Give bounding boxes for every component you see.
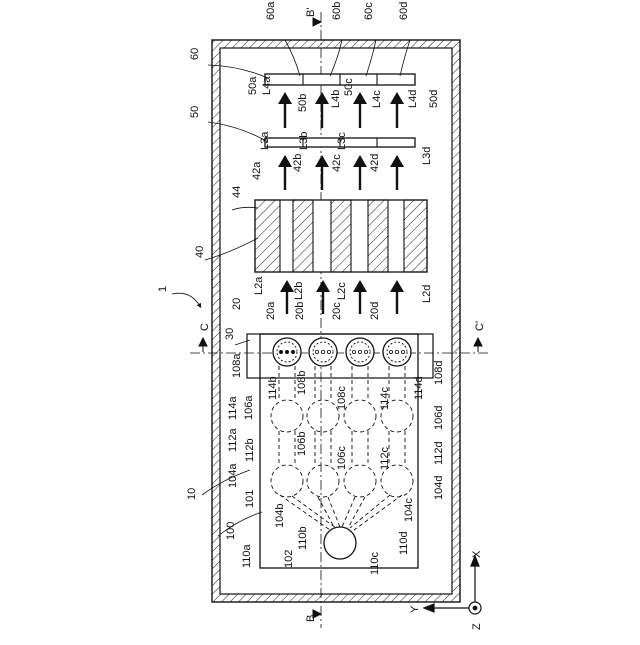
label-50d: 50d	[428, 90, 440, 108]
label-L2d: L2d	[421, 285, 433, 303]
label-106a: 106a	[243, 395, 255, 420]
label-20a: 20a	[265, 301, 277, 320]
label-axis-x: X	[471, 550, 483, 558]
label-sec-b2: B'	[305, 8, 317, 17]
label-108d: 108d	[433, 361, 445, 385]
label-L3d: L3d	[421, 147, 433, 165]
label-42c: 42c	[331, 154, 343, 172]
label-50a: 50a	[247, 76, 259, 95]
label-1: 1	[157, 286, 169, 292]
label-L4a: L4a	[261, 76, 273, 95]
label-50b: 50b	[297, 94, 309, 112]
label-60b: 60b	[331, 2, 343, 20]
label-L2c: L2c	[336, 282, 348, 300]
label-60d: 60d	[398, 2, 410, 20]
label-L2b: L2b	[293, 282, 305, 300]
label-60c: 60c	[363, 2, 375, 20]
label-L2a: L2a	[253, 276, 265, 295]
label-114a: 114a	[227, 395, 239, 420]
label-110b: 110b	[297, 526, 309, 550]
label-50c: 50c	[343, 78, 355, 96]
label-L3b: L3b	[298, 132, 310, 150]
label-axis-y: Y	[409, 605, 421, 613]
label-102: 102	[283, 550, 295, 568]
core-102	[324, 527, 356, 559]
label-112c: 112c	[379, 446, 391, 470]
label-42d: 42d	[369, 154, 381, 172]
label-L3c: L3c	[336, 132, 348, 150]
label-114c: 114c	[379, 386, 391, 410]
label-114b: 114b	[267, 376, 279, 400]
label-42b: 42b	[292, 154, 304, 172]
label-101: 101	[244, 490, 256, 508]
label-sec-c: C	[199, 323, 211, 331]
label-108c: 108c	[336, 386, 348, 410]
label-10: 10	[186, 488, 198, 500]
label-110d: 110d	[398, 531, 410, 555]
label-104b: 104b	[274, 504, 286, 528]
label-20b: 20b	[294, 302, 306, 320]
label-104a: 104a	[227, 463, 239, 488]
label-114d: 114d	[413, 376, 425, 400]
label-106b: 106b	[296, 432, 308, 456]
label-104c: 104c	[403, 498, 415, 522]
label-104d: 104d	[433, 476, 445, 500]
label-112b: 112b	[244, 438, 256, 462]
label-112d: 112d	[433, 441, 445, 465]
label-20c: 20c	[331, 302, 343, 320]
label-sec-c2: C'	[474, 321, 486, 331]
label-110a: 110a	[241, 543, 253, 568]
element-40	[255, 200, 427, 272]
label-30: 30	[224, 328, 236, 340]
label-60a: 60a	[265, 1, 277, 20]
label-44: 44	[231, 186, 243, 198]
label-42a: 42a	[251, 161, 263, 180]
label-50: 50	[189, 106, 201, 118]
screen-60	[265, 74, 415, 85]
label-L3a: L3a	[259, 131, 271, 150]
label-106c: 106c	[336, 446, 348, 470]
label-108b: 108b	[296, 371, 308, 395]
label-L4d: L4d	[407, 90, 419, 108]
label-110c: 110c	[369, 551, 381, 575]
label-20: 20	[231, 298, 243, 310]
label-L4b: L4b	[330, 90, 342, 108]
label-108a: 108a	[231, 353, 243, 378]
label-112a: 112a	[227, 427, 239, 452]
label-60: 60	[189, 48, 201, 60]
label-100: 100	[225, 522, 237, 540]
label-20d: 20d	[369, 302, 381, 320]
label-sec-b: B	[305, 615, 317, 622]
label-axis-z: Z	[471, 623, 483, 630]
label-106d: 106d	[433, 406, 445, 430]
label-40: 40	[194, 246, 206, 258]
label-L4c: L4c	[371, 90, 383, 108]
